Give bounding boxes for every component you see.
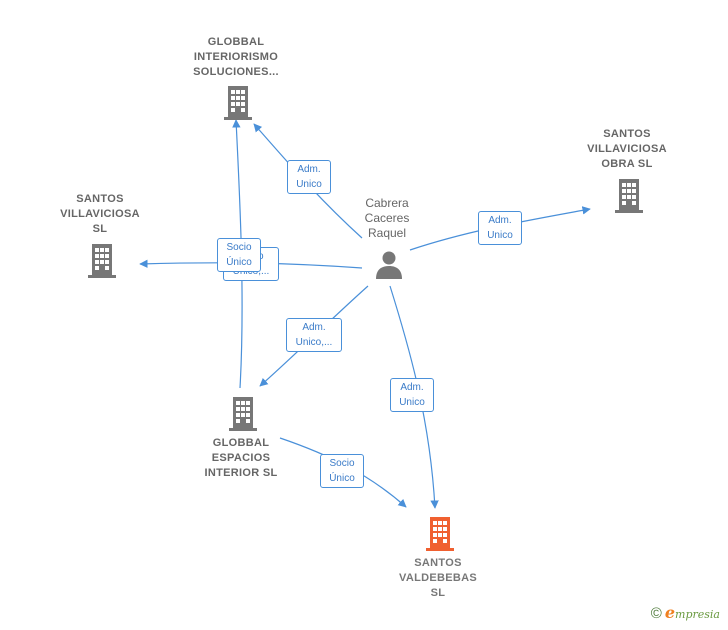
edge-label-line: Unico bbox=[296, 179, 322, 190]
node-label-line: VILLAVICIOSA bbox=[60, 208, 140, 220]
node-label-line: OBRA SL bbox=[601, 158, 653, 170]
copyright-icon: © bbox=[650, 605, 662, 622]
building-icon bbox=[229, 397, 257, 431]
brand-logo-e: e bbox=[664, 603, 676, 622]
brand-logo-text: mpresia bbox=[675, 608, 720, 621]
node-label-line: VALDEBEBAS bbox=[399, 572, 477, 584]
copyright-brand[interactable]: ©empresia bbox=[651, 603, 720, 622]
node-label-line: ESPACIOS bbox=[211, 452, 271, 464]
node-label-cabrera-caceres-raquel[interactable]: Cabrera Caceres Raquel bbox=[347, 196, 427, 241]
building-icon bbox=[224, 86, 252, 120]
node-label-line: Raquel bbox=[367, 226, 407, 240]
edge-label-adm-unico-interiorismo: Adm. Unico bbox=[287, 160, 331, 194]
edge-label-adm-unico-valdebebas: Adm. Unico bbox=[390, 378, 434, 412]
edge-label-line: Adm. bbox=[488, 215, 512, 226]
node-label-line: SANTOS bbox=[76, 193, 124, 205]
building-icon bbox=[615, 179, 643, 213]
node-label-line: SANTOS bbox=[414, 557, 462, 569]
node-label-globbal-espacios[interactable]: GLOBBAL ESPACIOS INTERIOR SL bbox=[186, 436, 296, 481]
node-label-line: GLOBBAL bbox=[207, 36, 265, 48]
edge-label-socio-unico-valdebebas: Socio Único bbox=[320, 454, 364, 488]
node-label-line: VILLAVICIOSA bbox=[587, 143, 667, 155]
edge-label-line: Adm. bbox=[302, 322, 326, 333]
edge-label-line: Único bbox=[329, 473, 355, 484]
edge-label-socio-unico-villaviciosa: Socio Único bbox=[217, 238, 261, 272]
edge-label-line: Socio bbox=[226, 242, 252, 253]
edge-label-line: Adm. bbox=[400, 382, 424, 393]
node-label-line: INTERIORISMO bbox=[193, 51, 279, 63]
node-label-santos-villaviciosa[interactable]: SANTOS VILLAVICIOSA SL bbox=[45, 192, 155, 237]
node-label-line: GLOBBAL bbox=[212, 437, 270, 449]
edge-label-line: Socio bbox=[329, 458, 355, 469]
node-label-santos-villaviciosa-obra[interactable]: SANTOS VILLAVICIOSA OBRA SL bbox=[572, 127, 682, 172]
node-label-globbal-interiorismo[interactable]: GLOBBAL INTERIORISMO SOLUCIONES... bbox=[176, 35, 296, 80]
edge-label-adm-unico-obra: Adm. Unico bbox=[478, 211, 522, 245]
edge-label-line: Unico bbox=[399, 397, 425, 408]
edge-label-line: Unico bbox=[487, 230, 513, 241]
person-icon bbox=[376, 251, 402, 279]
node-label-line: SOLUCIONES... bbox=[193, 66, 279, 78]
node-label-line: SANTOS bbox=[603, 128, 651, 140]
node-label-line: Cabrera bbox=[365, 196, 409, 210]
node-label-line: SL bbox=[92, 223, 108, 235]
edge-label-line: Unico,... bbox=[295, 337, 333, 348]
node-label-line: INTERIOR SL bbox=[204, 467, 278, 479]
node-label-line: Caceres bbox=[364, 211, 410, 225]
building-icon bbox=[88, 244, 116, 278]
building-icon-highlighted bbox=[426, 517, 454, 551]
edge-label-line: Único bbox=[226, 257, 252, 268]
edge-label-line: Adm. bbox=[297, 164, 321, 175]
node-label-line: SL bbox=[430, 587, 446, 599]
node-label-santos-valdebebas[interactable]: SANTOS VALDEBEBAS SL bbox=[383, 556, 493, 601]
edge-label-adm-unico-espacios: Adm. Unico,... bbox=[286, 318, 342, 352]
